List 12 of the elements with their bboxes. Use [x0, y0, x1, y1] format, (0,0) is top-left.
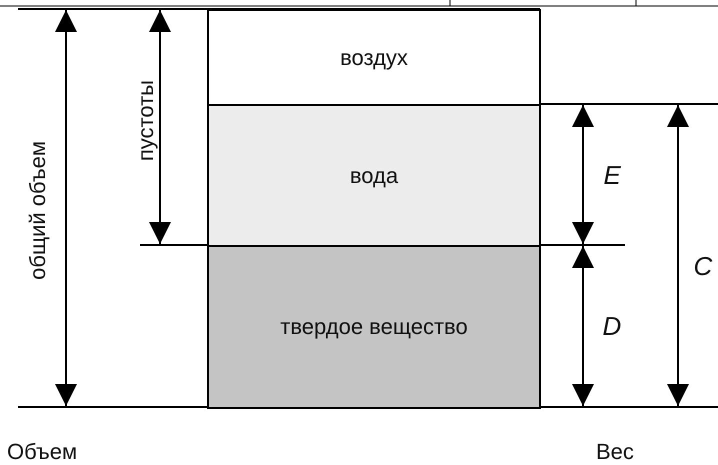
water-layer-box — [207, 104, 541, 247]
air-layer-box — [207, 9, 541, 106]
dimension-label: общий объем — [27, 140, 49, 280]
dimension-symbol: D — [602, 313, 622, 339]
axis-label: Вес — [596, 441, 634, 463]
dimension-symbol: E — [604, 162, 621, 188]
dimension-symbol: C — [694, 253, 712, 279]
axis-label: Объем — [7, 441, 78, 463]
layer-label: твердое вещество — [280, 314, 468, 340]
layer-label: вода — [350, 162, 398, 188]
solid-layer-box — [207, 245, 541, 409]
layer-label: воздух — [340, 44, 408, 70]
